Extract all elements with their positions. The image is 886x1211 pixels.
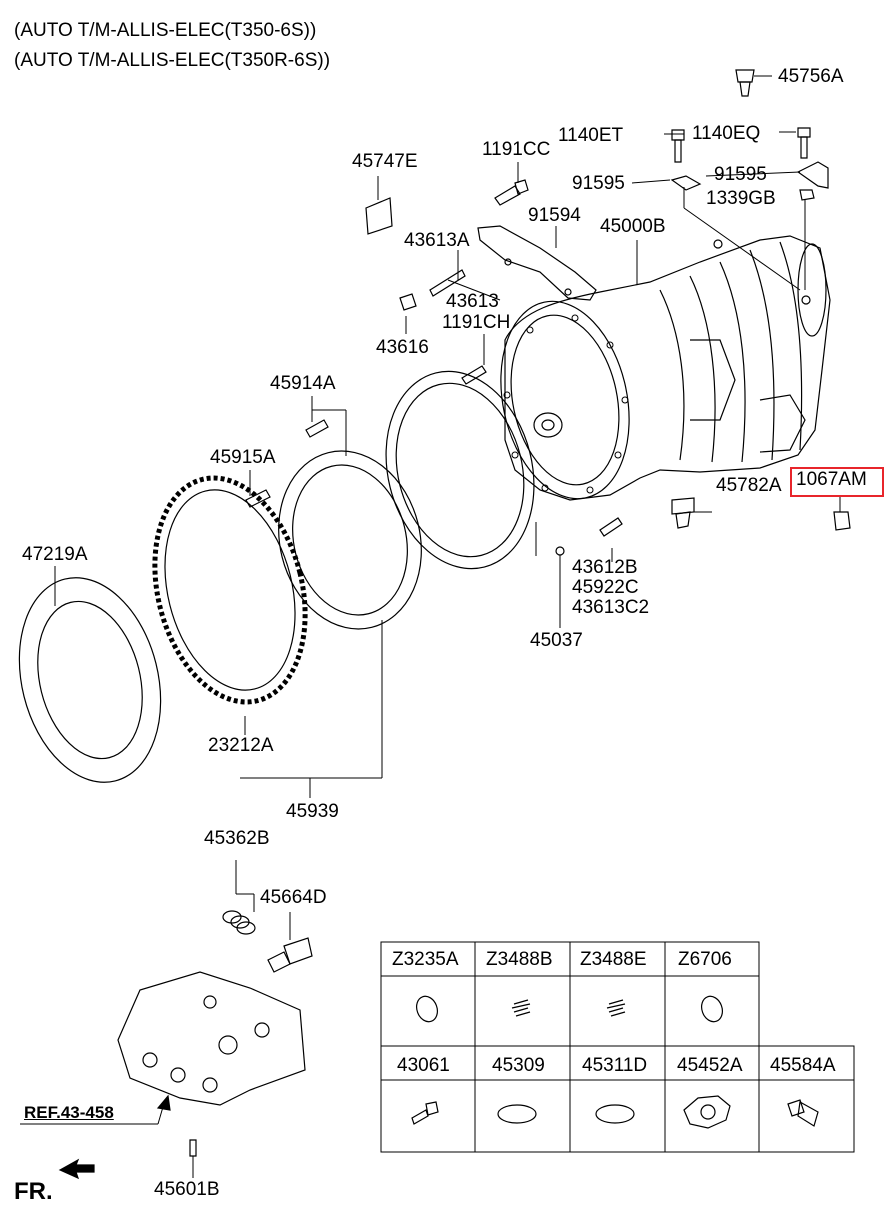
label-45782A[interactable]: 45782A bbox=[716, 475, 782, 496]
label-1191CH[interactable]: 1191CH bbox=[442, 312, 511, 333]
nut-43616 bbox=[399, 293, 417, 311]
parts-table bbox=[380, 941, 855, 1153]
highlight-box-1067AM bbox=[790, 467, 884, 497]
pin-45601B bbox=[189, 1139, 197, 1157]
spring-icon-Z3488B bbox=[511, 999, 531, 1017]
oring-icon-45309 bbox=[497, 1104, 537, 1124]
bolt-1191CC bbox=[494, 179, 529, 206]
label-45664D[interactable]: 45664D bbox=[260, 887, 327, 908]
stud-43613A bbox=[429, 269, 466, 297]
label-45000B[interactable]: 45000B bbox=[600, 216, 666, 237]
bolt-45914A bbox=[305, 419, 329, 438]
label-45756A[interactable]: 45756A bbox=[778, 66, 844, 87]
label-45939[interactable]: 45939 bbox=[286, 801, 339, 822]
label-1140EQ[interactable]: 1140EQ bbox=[692, 123, 761, 144]
arrow-head-ref bbox=[156, 1094, 171, 1111]
label-1067AM[interactable]: 1067AM bbox=[796, 469, 867, 490]
label-1191CC[interactable]: 1191CC bbox=[482, 139, 551, 160]
table-cell-r1c2[interactable]: Z3488B bbox=[486, 949, 553, 970]
bolt-43612B bbox=[599, 517, 623, 537]
label-91594[interactable]: 91594 bbox=[528, 205, 581, 226]
label-47219A[interactable]: 47219A bbox=[22, 544, 88, 565]
flex-plate bbox=[278, 450, 422, 630]
oring-icon-45311D bbox=[595, 1104, 635, 1124]
control-valve-body bbox=[117, 971, 306, 1106]
table-cell-r1c1[interactable]: Z3235A bbox=[392, 949, 459, 970]
label-45922C[interactable]: 45922C bbox=[572, 577, 639, 598]
table-cell-r1c4[interactable]: Z6706 bbox=[678, 949, 732, 970]
bracket-91594 bbox=[477, 225, 597, 301]
plate-45747E bbox=[365, 197, 393, 235]
label-91595-a[interactable]: 91595 bbox=[572, 173, 625, 194]
label-43612B[interactable]: 43612B bbox=[572, 557, 638, 578]
fr-arrow bbox=[58, 1158, 95, 1180]
ref-link[interactable]: REF.43-458 bbox=[24, 1103, 114, 1122]
bolt-45915A bbox=[245, 489, 271, 508]
label-43616[interactable]: 43616 bbox=[376, 337, 429, 358]
label-43613C2[interactable]: 43613C2 bbox=[572, 597, 650, 618]
label-45914A[interactable]: 45914A bbox=[270, 373, 336, 394]
adapter-plate bbox=[385, 370, 535, 570]
label-45037[interactable]: 45037 bbox=[530, 630, 583, 651]
table-cell-r2c2[interactable]: 45309 bbox=[492, 1055, 545, 1076]
front-direction-label: FR. bbox=[14, 1178, 53, 1205]
plug-45782A bbox=[671, 497, 695, 529]
bracket-91595-b bbox=[796, 161, 829, 189]
label-1339GB[interactable]: 1339GB bbox=[706, 188, 776, 209]
spring-icon-Z3488E bbox=[606, 999, 626, 1017]
table-cell-r1c3[interactable]: Z3488E bbox=[580, 949, 647, 970]
oring-icon-Z3235A bbox=[416, 995, 438, 1023]
table-cell-r2c4[interactable]: 45452A bbox=[677, 1055, 743, 1076]
label-23212A[interactable]: 23212A bbox=[208, 735, 274, 756]
header-line-2: (AUTO T/M-ALLIS-ELEC(T350R-6S)) bbox=[14, 50, 331, 71]
sensor-45664D bbox=[267, 937, 313, 973]
table-cell-r2c5[interactable]: 45584A bbox=[770, 1055, 836, 1076]
gasket-icon-45452A bbox=[683, 1095, 731, 1129]
sensor-icon-45584A bbox=[787, 1099, 819, 1127]
transmission-assembly bbox=[500, 235, 831, 501]
label-1140ET[interactable]: 1140ET bbox=[558, 125, 624, 146]
seal-rings bbox=[222, 910, 256, 935]
label-43613[interactable]: 43613 bbox=[446, 291, 499, 312]
washer-45037 bbox=[555, 546, 565, 556]
label-45362B[interactable]: 45362B bbox=[204, 828, 270, 849]
label-45601B[interactable]: 45601B bbox=[154, 1179, 220, 1200]
table-cell-r2c3[interactable]: 45311D bbox=[582, 1055, 648, 1076]
bolt-icon-43061 bbox=[411, 1101, 439, 1125]
label-91595-b[interactable]: 91595 bbox=[714, 164, 767, 185]
plug-45756A bbox=[735, 69, 755, 97]
ring-gear bbox=[152, 475, 308, 705]
bolt-1140EQ bbox=[797, 127, 811, 159]
header-line-1: (AUTO T/M-ALLIS-ELEC(T350-6S)) bbox=[14, 20, 317, 41]
label-45915A[interactable]: 45915A bbox=[210, 447, 276, 468]
bracket-91595-a bbox=[670, 175, 702, 191]
label-43613A[interactable]: 43613A bbox=[404, 230, 470, 251]
bolt-1191CH bbox=[461, 365, 487, 385]
oring-icon-Z6706 bbox=[701, 995, 723, 1023]
bolt-1140ET bbox=[671, 129, 685, 163]
plug-1067AM bbox=[833, 511, 851, 531]
table-cell-r2c1[interactable]: 43061 bbox=[397, 1055, 450, 1076]
ring-47219A bbox=[18, 577, 162, 783]
nut-1339GB bbox=[799, 189, 815, 201]
label-45747E[interactable]: 45747E bbox=[352, 151, 418, 172]
